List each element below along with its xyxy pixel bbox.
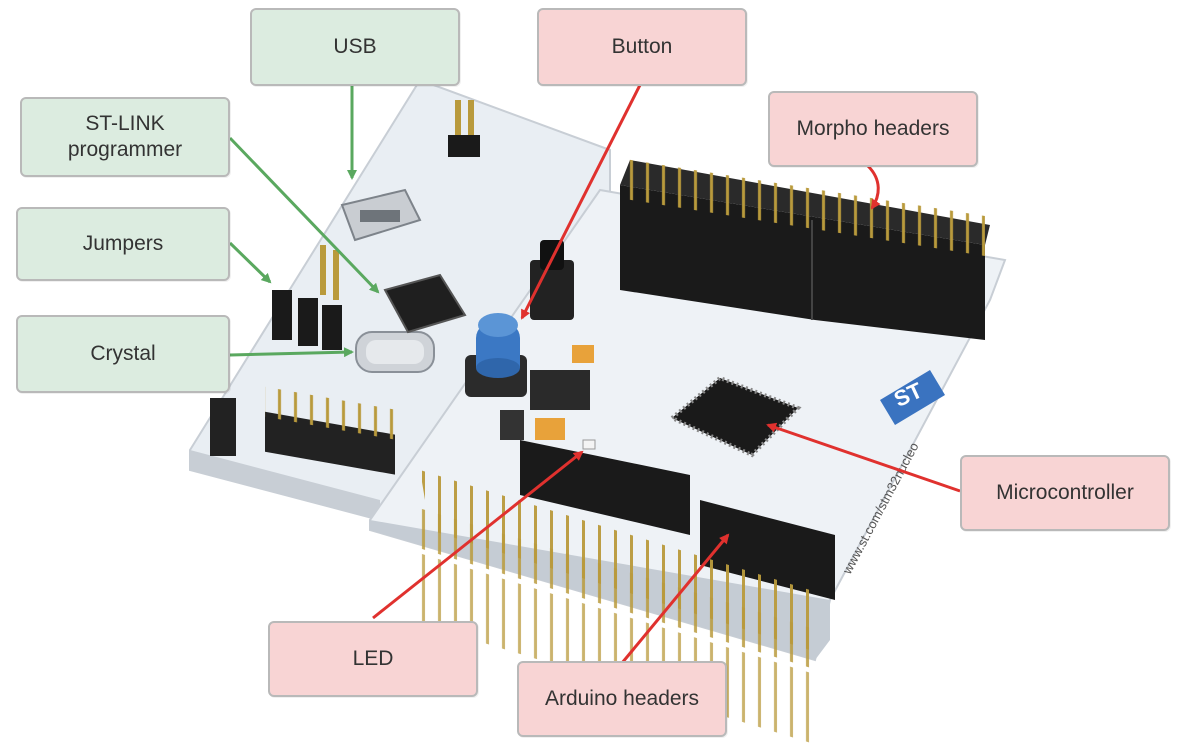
stlink-arrow <box>228 136 380 294</box>
jumpers-arrow <box>228 241 272 284</box>
callout-microcontroller-label: Microcontroller <box>996 480 1134 504</box>
arduino-arrow <box>620 533 730 664</box>
callout-stlink-line2: programmer <box>67 138 183 161</box>
arduino-header-graphic <box>420 440 835 746</box>
callout-button: Button <box>537 8 747 86</box>
microcontroller-graphic <box>668 375 802 458</box>
led-graphic <box>582 439 596 450</box>
microcontroller-arrow <box>766 422 961 493</box>
callout-usb-label: USB <box>333 34 377 58</box>
regulator-graphic <box>500 345 594 440</box>
crystal-graphic <box>355 331 435 373</box>
crystal-arrow <box>229 347 354 358</box>
callout-stlink: ST-LINK programmer <box>20 97 230 177</box>
callout-microcontroller: Microcontroller <box>960 455 1170 531</box>
callout-arrows <box>228 80 961 664</box>
button-graphic <box>465 313 527 397</box>
button-arrow <box>520 84 642 320</box>
callout-crystal: Crystal <box>16 315 230 393</box>
morpho-header-graphic <box>620 158 990 340</box>
callout-arduino: Arduino headers <box>517 661 727 737</box>
callout-jumpers-label: Jumpers <box>82 231 164 255</box>
callout-usb: USB <box>250 8 460 86</box>
callout-stlink-line1: ST-LINK <box>85 111 165 135</box>
callout-led-label: LED <box>352 646 394 670</box>
led-arrow <box>372 450 584 620</box>
left-pins-graphic <box>272 100 480 350</box>
stlink-chip-graphic <box>383 273 467 334</box>
callout-morpho: Morpho headers <box>768 91 978 167</box>
morpho-arrow <box>866 164 881 210</box>
left-pin-field-graphic <box>210 386 395 475</box>
callout-jumpers: Jumpers <box>16 207 230 281</box>
callout-crystal-label: Crystal <box>90 341 156 365</box>
callout-stlink-label: ST-LINK programmer <box>56 111 194 164</box>
callout-arduino-label: Arduino headers <box>544 686 700 710</box>
callout-led: LED <box>268 621 478 697</box>
callout-button-label: Button <box>611 34 673 58</box>
usb-connector-graphic <box>340 188 422 242</box>
callout-morpho-label: Morpho headers <box>796 116 950 140</box>
